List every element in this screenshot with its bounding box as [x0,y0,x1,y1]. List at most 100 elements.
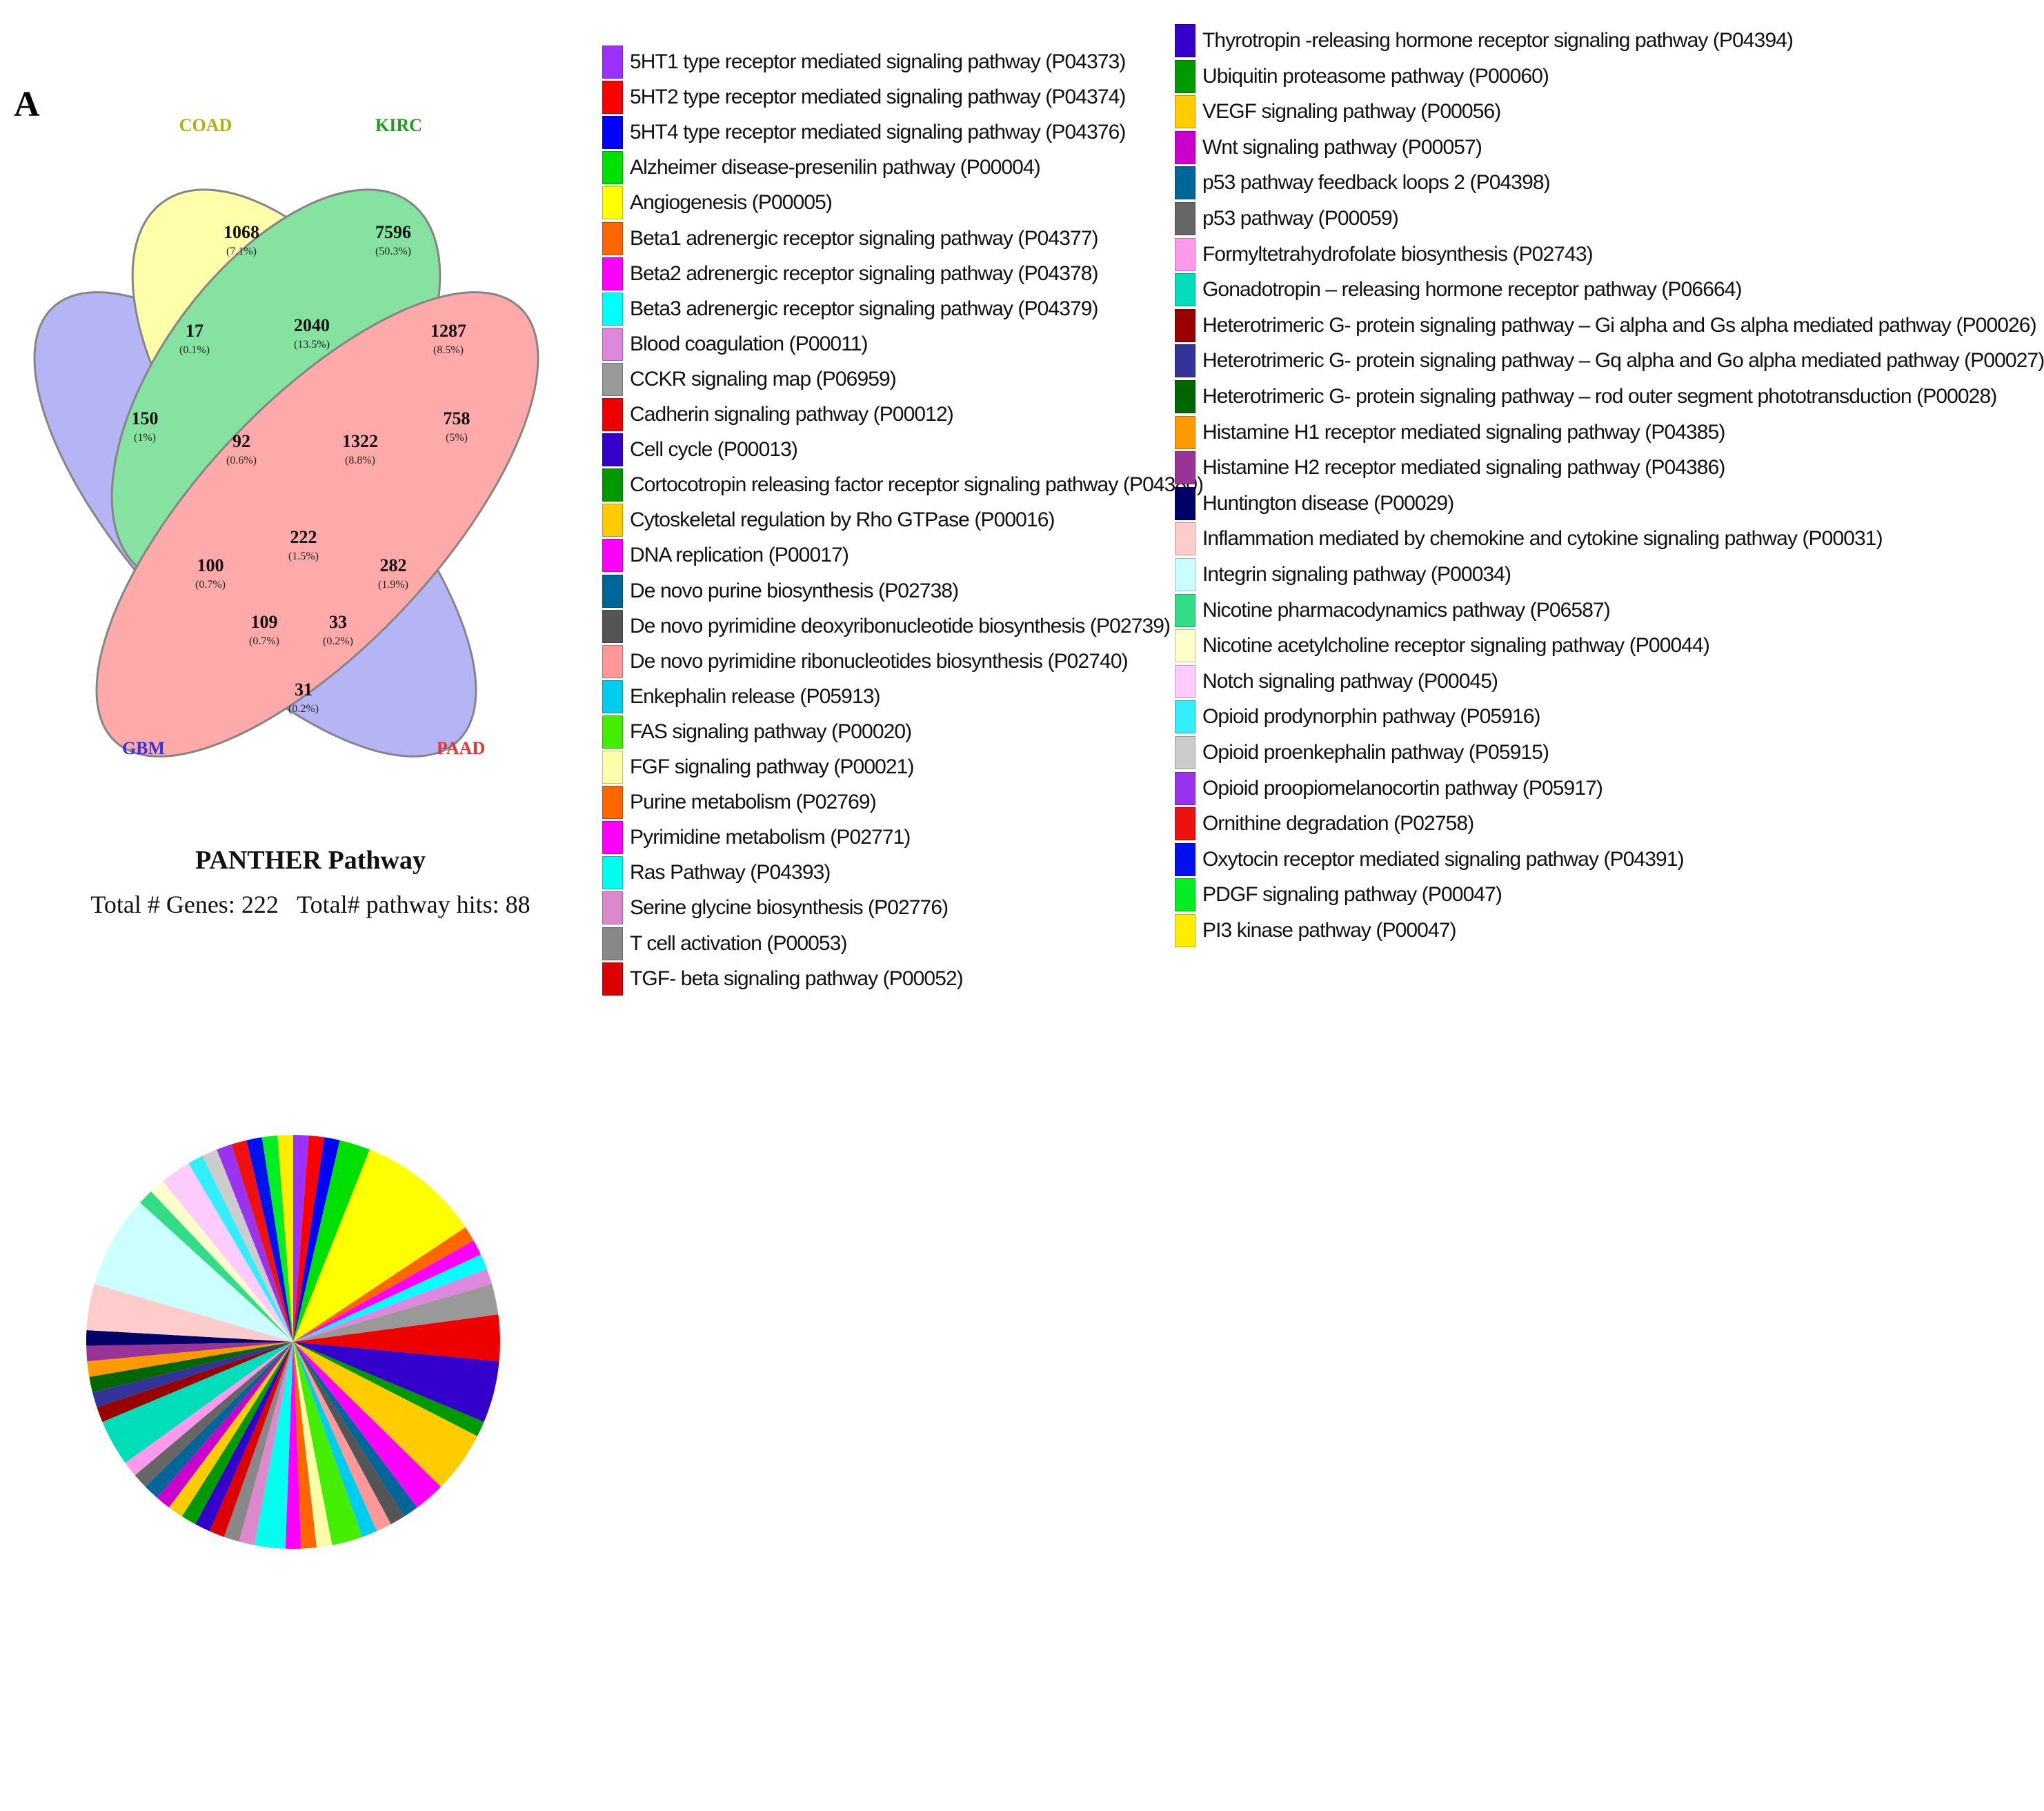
pie-slice-24 [239,1342,293,1545]
venn-count-gbm-only: 150 [132,408,159,428]
legend-swatch [602,362,623,396]
legend-item: De novo purine biosynthesis (P02738) [602,567,959,615]
legend-label: Opioid prodynorphin pathway (P05916) [1202,705,1541,729]
pie-slice-22 [285,1342,301,1550]
legend-item: 5HT2 type receptor mediated signaling pa… [602,73,1126,121]
legend-swatch [1175,166,1195,200]
venn-count-paad-only: 758 [444,408,470,428]
venn-pct-kirc-paad: (8.5%) [433,344,464,356]
legend-swatch [602,327,623,361]
legend-item: 5HT1 type receptor mediated signaling pa… [602,38,1126,86]
legend-label: Heterotrimeric G- protein signaling path… [1202,385,1997,408]
legend-item: Heterotrimeric G- protein signaling path… [1175,301,2037,350]
venn-pct-coad-kirc: (13.5%) [294,339,330,350]
legend-swatch [602,81,623,115]
pie-slice-48 [217,1144,293,1342]
legend-item: Cortocotropin releasing factor receptor … [602,461,1204,509]
legend-label: Cadherin signaling pathway (P00012) [630,403,954,426]
legend-label: Wnt signaling pathway (P00057) [1202,135,1482,159]
legend-item: Serine glycine biosynthesis (P02776) [602,884,949,932]
pie-slice-8 [293,1269,492,1342]
legend-label: De novo pyrimidine ribonucleotides biosy… [630,649,1129,673]
legend-item: Huntington disease (P00029) [1175,479,1454,528]
legend-swatch [1175,807,1195,841]
pie-slice-9 [293,1283,499,1342]
legend-swatch [602,398,623,431]
pie-slice-25 [224,1342,293,1542]
venn-count-gbm-coad: 17 [186,321,204,341]
legend-swatch [602,257,623,290]
legend-item: TGF- beta signaling pathway (P00052) [602,955,964,1003]
legend-label: Alzheimer disease-presenilin pathway (P0… [630,156,1041,179]
pie-slice-52 [277,1135,293,1342]
pie-title: PANTHER Pathway [195,846,426,875]
pie-slice-41 [86,1283,293,1342]
legend-label: Gonadotropin – releasing hormone recepto… [1202,278,1743,301]
legend-label: Histamine H2 receptor mediated signaling… [1202,456,1725,479]
legend-label: Beta3 adrenergic receptor signaling path… [630,297,1099,320]
legend-swatch [602,821,623,855]
legend-item: Oxytocin receptor mediated signaling pat… [1175,835,1685,884]
legend-label: VEGF signaling pathway (P00056) [1202,100,1501,123]
pie-slice-49 [231,1140,293,1342]
venn-set-label-gbm: GBM [122,738,165,758]
pie-slice-7 [293,1254,487,1342]
venn-pct-coad-kirc-paad: (8.8%) [345,455,375,466]
legend-item: Purine metabolism (P02769) [602,778,877,827]
legend-item: PI3 kinase pathway (P00047) [1175,907,1457,955]
venn-pct-kirc-only: (50.3%) [375,246,411,257]
legend-item: Cadherin signaling pathway (P00012) [602,390,954,439]
pie-slice-40 [86,1329,294,1346]
legend-item: DNA replication (P00017) [602,531,849,580]
pie-slice-36 [92,1342,293,1407]
legend-swatch [1175,380,1195,413]
legend-label: Heterotrimeric G- protein signaling path… [1202,349,2044,373]
legend-swatch [1175,486,1195,520]
pie-slice-19 [293,1342,363,1545]
venn-count-gbm-paad: 31 [295,680,312,700]
legend-item: Pyrimidine metabolism (P02771) [602,813,911,862]
legend-item: Ras Pathway (P04393) [602,849,831,897]
venn-count-gbm-coad-kirc: 92 [232,431,250,451]
venn-pct-gbm-only: (1%) [134,432,156,444]
legend-label: Cell cycle (P00013) [630,438,798,462]
legend-label: FGF signaling pathway (P00021) [630,755,914,778]
legend-item: Alzheimer disease-presenilin pathway (P0… [602,144,1041,192]
legend-swatch [1175,95,1195,129]
pie-slice-21 [293,1342,317,1549]
pie-slice-1 [293,1135,325,1342]
legend-item: Beta2 adrenergic receptor signaling path… [602,250,1099,298]
legend-item: Ubiquitin proteasome pathway (P00060) [1175,52,1549,101]
legend-item: PDGF signaling pathway (P00047) [1175,871,1502,919]
pie-slice-5 [293,1227,474,1342]
legend-label: Ornithine degradation (P02758) [1202,812,1474,835]
legend-swatch [602,715,623,749]
legend-swatch [1175,522,1195,556]
legend-swatch [1175,736,1195,769]
legend-swatch [602,574,623,608]
legend-swatch [1175,629,1195,663]
legend-label: Serine glycine biosynthesis (P02776) [630,896,949,920]
legend-item: Gonadotropin – releasing hormone recepto… [1175,266,1743,314]
legend-item: Angiogenesis (P00005) [602,179,833,227]
venn-set-label-coad: COAD [179,115,232,135]
legend-swatch [1175,664,1195,698]
legend-label: Inflammation mediated by chemokine and c… [1202,527,1883,551]
legend-swatch [602,644,623,678]
legend-item: Cytoskeletal regulation by Rho GTPase (P… [602,496,1055,544]
pie-slice-31 [145,1342,293,1498]
legend-swatch [1175,842,1195,876]
venn-pct-coad-paad: (1.9%) [378,579,408,591]
legend-swatch [602,221,623,255]
legend-item: De novo pyrimidine ribonucleotides biosy… [602,637,1129,686]
venn-pct-all-four: (1.5%) [288,551,319,562]
legend-label: Histamine H1 receptor mediated signaling… [1202,420,1725,444]
venn-diagram: A COAD KIRC GBM PAAD 1068(7.1%)7596(50.3… [14,85,539,758]
pie-slice-51 [261,1135,293,1342]
legend-swatch [602,539,623,573]
legend-label: Oxytocin receptor mediated signaling pat… [1202,847,1685,871]
legend-item: FAS signaling pathway (P00020) [602,708,912,756]
legend-swatch [1175,558,1195,591]
legend-item: Ornithine degradation (P02758) [1175,800,1474,848]
